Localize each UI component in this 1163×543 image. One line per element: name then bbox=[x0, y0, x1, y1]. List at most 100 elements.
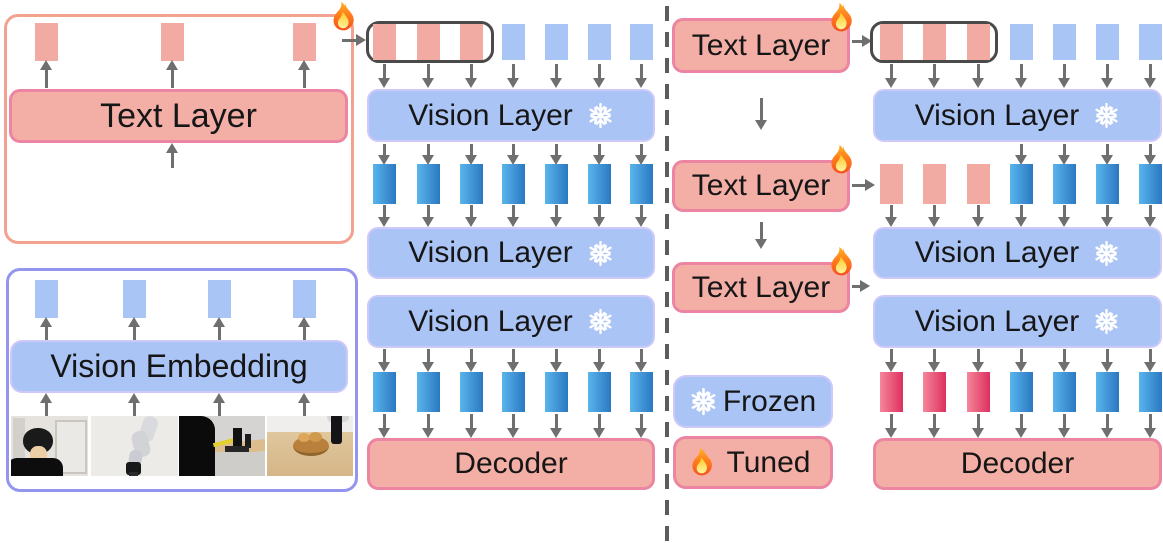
arrow bbox=[378, 144, 390, 165]
arrow bbox=[1058, 64, 1070, 88]
vision-token bbox=[35, 280, 58, 318]
vision-layer-block: Vision Layer bbox=[367, 89, 655, 142]
vision-layer-block: Vision Layer bbox=[873, 89, 1162, 142]
arrow bbox=[1015, 349, 1027, 372]
vision-token bbox=[123, 280, 146, 318]
tuned-feature-token bbox=[923, 372, 946, 412]
legend-tuned: Tuned bbox=[673, 436, 833, 489]
vision-feature-token bbox=[417, 372, 440, 412]
vision-feature-token bbox=[460, 372, 483, 412]
vision-feature-token bbox=[373, 164, 396, 204]
arrow bbox=[928, 414, 940, 438]
arrow bbox=[550, 144, 562, 165]
arrow bbox=[342, 34, 366, 46]
vision-layer-block: Vision Layer bbox=[367, 227, 655, 279]
arrow bbox=[422, 64, 434, 88]
vision-embedding-block: Vision Embedding bbox=[10, 340, 348, 393]
vision-feature-token bbox=[1053, 164, 1076, 204]
arrow bbox=[885, 349, 897, 372]
arrow bbox=[1015, 205, 1027, 227]
arrow bbox=[885, 64, 897, 88]
arrow bbox=[972, 205, 984, 227]
arrow bbox=[972, 349, 984, 372]
text-layer-label: Text Layer bbox=[100, 96, 257, 135]
arrow bbox=[928, 64, 940, 88]
arrow bbox=[593, 414, 605, 438]
arrow bbox=[1144, 205, 1156, 227]
arrow bbox=[1144, 64, 1156, 88]
arrow bbox=[378, 205, 390, 227]
arrow bbox=[166, 143, 178, 168]
text-token-group bbox=[870, 21, 998, 63]
vision-token bbox=[630, 24, 653, 60]
arrow bbox=[465, 64, 477, 88]
arrow bbox=[422, 414, 434, 438]
vision-token bbox=[1010, 24, 1033, 60]
text-token bbox=[923, 164, 946, 204]
arrow bbox=[852, 179, 875, 191]
vision-feature-token bbox=[545, 372, 568, 412]
flame-icon bbox=[333, 2, 354, 31]
tuned-feature-token bbox=[880, 372, 903, 412]
vision-embedding-label: Vision Embedding bbox=[50, 348, 308, 384]
arrow bbox=[298, 393, 310, 416]
vision-feature-token bbox=[502, 164, 525, 204]
flame-icon bbox=[831, 247, 852, 276]
arrow bbox=[1144, 144, 1156, 165]
arrow bbox=[1144, 349, 1156, 372]
arrow bbox=[1101, 414, 1113, 438]
text-token bbox=[293, 23, 316, 61]
decoder-label: Decoder bbox=[454, 447, 568, 480]
vision-layer-block: Vision Layer bbox=[873, 227, 1162, 279]
arrow bbox=[1058, 144, 1070, 165]
vision-layer-label: Vision Layer bbox=[914, 98, 1080, 132]
arrow bbox=[635, 414, 647, 438]
snowflake-icon bbox=[587, 102, 614, 129]
text-token bbox=[967, 164, 990, 204]
text-token bbox=[460, 24, 483, 60]
arrow bbox=[1015, 144, 1027, 165]
snowflake-icon bbox=[689, 387, 718, 416]
arrow bbox=[635, 64, 647, 88]
arrow bbox=[1101, 64, 1113, 88]
arrow bbox=[40, 393, 52, 416]
arrow bbox=[465, 349, 477, 372]
text-pretrain-box bbox=[4, 14, 354, 244]
text-token bbox=[35, 23, 58, 61]
flame-icon bbox=[831, 145, 852, 174]
text-token-group bbox=[366, 21, 494, 63]
vision-layer-label: Vision Layer bbox=[408, 98, 573, 132]
vision-token bbox=[502, 24, 525, 60]
arrow bbox=[593, 205, 605, 227]
arrow bbox=[550, 205, 562, 227]
vision-feature-token bbox=[460, 164, 483, 204]
text-token bbox=[373, 24, 396, 60]
arrow bbox=[1101, 205, 1113, 227]
arrow bbox=[465, 144, 477, 165]
arrow bbox=[635, 349, 647, 372]
text-layer-block: Text Layer bbox=[9, 89, 348, 143]
text-token bbox=[417, 24, 440, 60]
decoder-block: Decoder bbox=[873, 438, 1162, 490]
vision-feature-token bbox=[1010, 372, 1033, 412]
arrow bbox=[422, 205, 434, 227]
vision-feature-token bbox=[1096, 372, 1119, 412]
text-layer-block: Text Layer bbox=[672, 160, 850, 212]
decoder-label: Decoder bbox=[960, 447, 1075, 480]
arrow bbox=[507, 64, 519, 88]
arrow bbox=[40, 60, 52, 88]
vision-feature-token bbox=[545, 164, 568, 204]
vision-token bbox=[1096, 24, 1119, 60]
arrow bbox=[128, 317, 140, 340]
text-token bbox=[161, 23, 184, 61]
arrow bbox=[128, 393, 140, 416]
camera-image-3 bbox=[179, 416, 265, 476]
section-divider bbox=[665, 6, 669, 543]
vision-feature-token bbox=[588, 372, 611, 412]
vision-feature-token bbox=[630, 164, 653, 204]
vision-token bbox=[208, 280, 231, 318]
vision-token bbox=[293, 280, 316, 318]
arrow bbox=[972, 64, 984, 88]
vision-feature-token bbox=[1139, 164, 1162, 204]
text-token bbox=[880, 24, 903, 60]
